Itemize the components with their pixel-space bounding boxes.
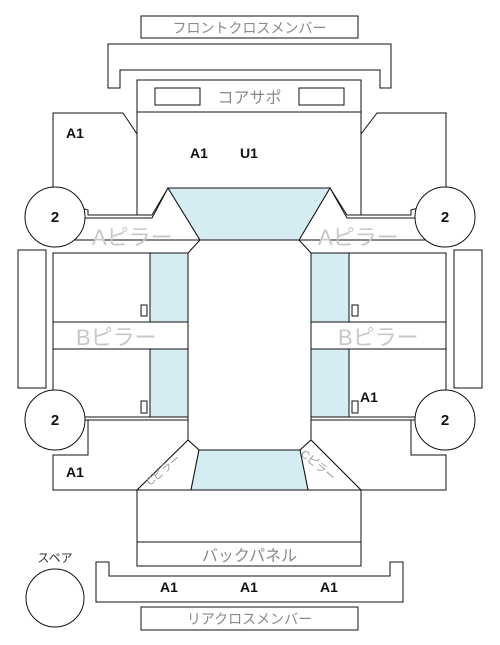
left-headlight[interactable] bbox=[154, 87, 201, 106]
rear-right-door-handle[interactable] bbox=[351, 400, 359, 414]
b-pillar-left-label: Bピラー bbox=[76, 325, 157, 350]
mark-rear-right-door: A1 bbox=[360, 389, 378, 405]
trunk-lid[interactable] bbox=[136, 489, 362, 543]
spare-label: スペア bbox=[37, 551, 72, 565]
right-side-sill[interactable] bbox=[453, 249, 483, 389]
roof[interactable] bbox=[187, 239, 312, 451]
wheel-front-left[interactable]: 2 bbox=[24, 186, 86, 248]
front-cross-member[interactable]: フロントクロスメンバー bbox=[140, 15, 359, 39]
back-panel-label: バックパネル bbox=[202, 547, 297, 565]
front-left-door-handle[interactable] bbox=[140, 304, 148, 317]
wheel-rear-right-count: 2 bbox=[441, 412, 449, 429]
b-pillar-right-label: Bピラー bbox=[338, 325, 419, 350]
front-cross-member-label: フロントクロスメンバー bbox=[173, 20, 327, 36]
rear-left-door-handle[interactable] bbox=[140, 400, 148, 414]
mark-front-center-1: A1 bbox=[190, 145, 208, 161]
rear-bumper[interactable] bbox=[95, 561, 404, 603]
rear-window[interactable] bbox=[190, 449, 309, 491]
front-right-window[interactable] bbox=[310, 252, 350, 323]
front-left-door[interactable] bbox=[52, 252, 189, 323]
front-left-window[interactable] bbox=[149, 252, 189, 323]
rear-right-window[interactable] bbox=[310, 348, 350, 418]
mark-rear-member-1: A1 bbox=[160, 579, 178, 595]
mark-rear-member-3: A1 bbox=[320, 579, 338, 595]
front-right-door[interactable] bbox=[310, 252, 447, 323]
a-pillar-right[interactable]: Aピラー bbox=[298, 187, 447, 250]
rear-left-window[interactable] bbox=[149, 348, 189, 418]
wheel-front-right[interactable]: 2 bbox=[414, 186, 476, 248]
front-bumper[interactable] bbox=[107, 43, 392, 89]
wheel-front-right-count: 2 bbox=[441, 209, 449, 226]
rear-right-quarter[interactable] bbox=[310, 419, 447, 491]
mark-rear-left-fender: A1 bbox=[66, 464, 84, 480]
right-headlight[interactable] bbox=[298, 87, 345, 106]
b-pillar-left[interactable]: Bピラー bbox=[52, 321, 189, 350]
b-pillar-right[interactable]: Bピラー bbox=[310, 321, 447, 350]
spare-tire[interactable]: スペア bbox=[25, 551, 85, 628]
left-side-sill[interactable] bbox=[17, 249, 47, 389]
mark-rear-member-2: A1 bbox=[240, 579, 258, 595]
a-pillar-left-label: Aピラー bbox=[92, 225, 173, 250]
core-support[interactable]: コアサポ bbox=[136, 79, 362, 113]
mark-front-left-fender: A1 bbox=[66, 125, 84, 141]
a-pillar-right-label: Aピラー bbox=[318, 225, 399, 250]
rear-cross-member-label: リアクロスメンバー bbox=[187, 611, 312, 627]
wheel-rear-left[interactable]: 2 bbox=[24, 389, 86, 451]
back-panel[interactable]: バックパネル bbox=[136, 541, 362, 567]
wheel-rear-left-count: 2 bbox=[51, 412, 59, 429]
rear-cross-member[interactable]: リアクロスメンバー bbox=[140, 606, 359, 631]
core-support-label: コアサポ bbox=[217, 89, 281, 107]
wheel-front-left-count: 2 bbox=[51, 209, 59, 226]
wheel-rear-right[interactable]: 2 bbox=[414, 389, 476, 451]
mark-front-center-2: U1 bbox=[240, 145, 258, 161]
front-right-door-handle[interactable] bbox=[351, 304, 359, 317]
